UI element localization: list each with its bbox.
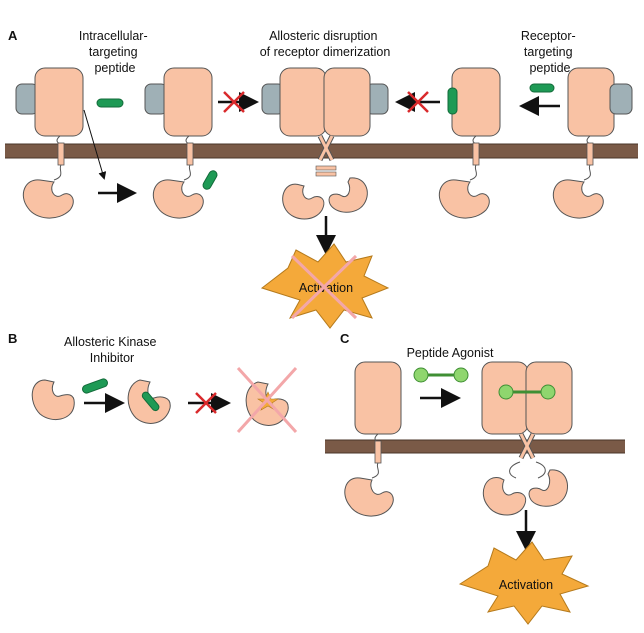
activation-burst-a: Activation — [260, 243, 390, 329]
bound-intracellular-peptide — [202, 170, 218, 190]
bound-receptor-peptide — [447, 87, 458, 115]
kinase-b1 — [31, 379, 75, 421]
receptor-2 — [144, 67, 218, 219]
receptor-c-dimer — [481, 361, 573, 516]
activation-burst-c: Activation — [458, 541, 590, 625]
panel-a-letter: A — [8, 28, 18, 43]
label-receptor-peptide: Receptor- targeting peptide — [521, 29, 579, 75]
receptor-4 — [438, 67, 501, 219]
membrane-c — [325, 440, 625, 453]
blocked-arrow-left — [218, 91, 259, 113]
blocked-arrow-right — [395, 91, 440, 113]
membrane-a — [5, 144, 638, 158]
receptor-dimer — [261, 67, 389, 220]
receptor-c-monomer — [344, 361, 402, 517]
label-intracellular-peptide: Intracellular- targeting peptide — [79, 29, 151, 75]
peptide-agonist — [413, 367, 469, 383]
label-kinase-inhibitor: Allosteric Kinase Inhibitor — [64, 335, 160, 365]
activation-label-c: Activation — [499, 578, 553, 592]
panel-b-letter: B — [8, 331, 17, 346]
kinase-b2 — [127, 379, 171, 424]
blocked-arrow-b — [188, 392, 231, 414]
kinase-inhibitor-peptide — [82, 378, 108, 394]
receptor-1 — [15, 67, 84, 219]
receptor-5 — [552, 67, 633, 219]
receptor-targeting-peptide — [529, 83, 555, 93]
label-peptide-agonist: Peptide Agonist — [407, 346, 494, 360]
kinase-b3-blocked — [236, 366, 298, 434]
intracellular-peptide — [96, 98, 124, 108]
label-allosteric-disruption: Allosteric disruption of receptor dimeri… — [260, 29, 391, 59]
panel-c-letter: C — [340, 331, 350, 346]
